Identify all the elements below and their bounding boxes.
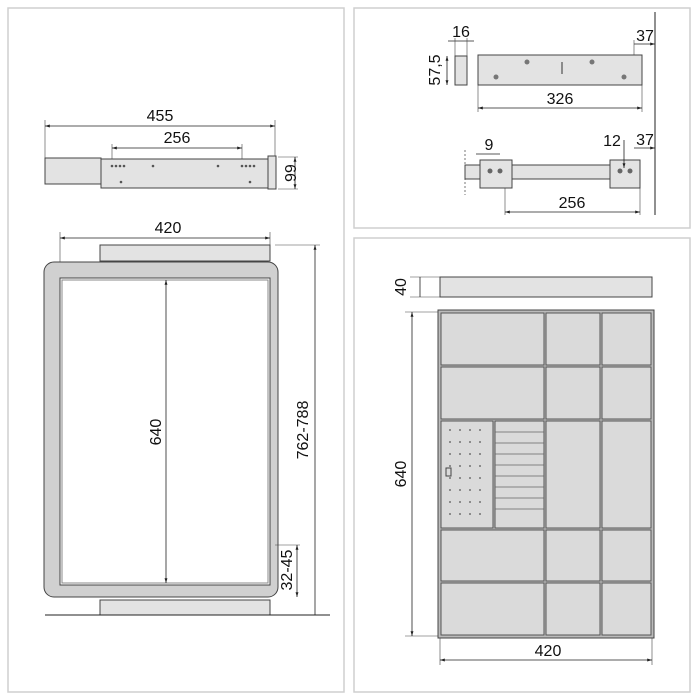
peg-hole <box>469 441 471 443</box>
dim-37-top: 37 <box>636 28 654 45</box>
peg-hole <box>469 429 471 431</box>
peg-hole <box>459 513 461 515</box>
peg-hole <box>479 441 481 443</box>
peg-hole <box>479 489 481 491</box>
peg-hole <box>449 465 451 467</box>
peg-hole <box>469 465 471 467</box>
dim-640: 640 <box>148 419 165 446</box>
dim-32-45: 32-45 <box>279 549 296 590</box>
dim-762-788: 762-788 <box>295 401 312 460</box>
dim-16: 16 <box>452 24 470 41</box>
dim-57-5: 57,5 <box>427 54 444 85</box>
peg-hole <box>449 489 451 491</box>
peg-hole <box>459 429 461 431</box>
peg-hole <box>479 453 481 455</box>
peg-hole <box>449 477 451 479</box>
peg-hole <box>479 465 481 467</box>
peg-hole <box>469 477 471 479</box>
peg-hole <box>449 501 451 503</box>
peg-hole <box>479 513 481 515</box>
peg-hole <box>449 441 451 443</box>
peg-hole <box>469 489 471 491</box>
dim-420: 420 <box>155 220 182 237</box>
dim-455: 455 <box>147 108 174 125</box>
dim-9: 9 <box>485 137 494 154</box>
peg-hole <box>469 501 471 503</box>
dim-640-tray: 640 <box>393 461 410 488</box>
peg-hole <box>479 501 481 503</box>
peg-hole <box>459 441 461 443</box>
peg-hole <box>469 513 471 515</box>
dim-37-rail: 37 <box>636 132 654 149</box>
dim-12: 12 <box>603 133 621 150</box>
peg-hole <box>459 501 461 503</box>
peg-hole <box>449 453 451 455</box>
dim-66: 66 <box>281 164 298 182</box>
peg-hole <box>469 453 471 455</box>
bracket-drawing <box>445 12 656 215</box>
peg-hole <box>449 429 451 431</box>
peg-hole <box>459 489 461 491</box>
peg-hole <box>459 477 461 479</box>
peg-hole <box>459 465 461 467</box>
peg-hole <box>479 477 481 479</box>
dim-40: 40 <box>393 278 410 296</box>
peg-hole <box>449 513 451 515</box>
peg-hole <box>459 453 461 455</box>
dim-326: 326 <box>547 91 574 108</box>
dim-256-rail: 256 <box>559 195 586 212</box>
tray-layout <box>405 276 655 665</box>
dim-256: 256 <box>164 130 191 147</box>
drawer-side-view <box>44 120 298 190</box>
dim-420-tray: 420 <box>535 643 562 660</box>
peg-hole <box>479 429 481 431</box>
drawer-top-view <box>43 232 330 616</box>
